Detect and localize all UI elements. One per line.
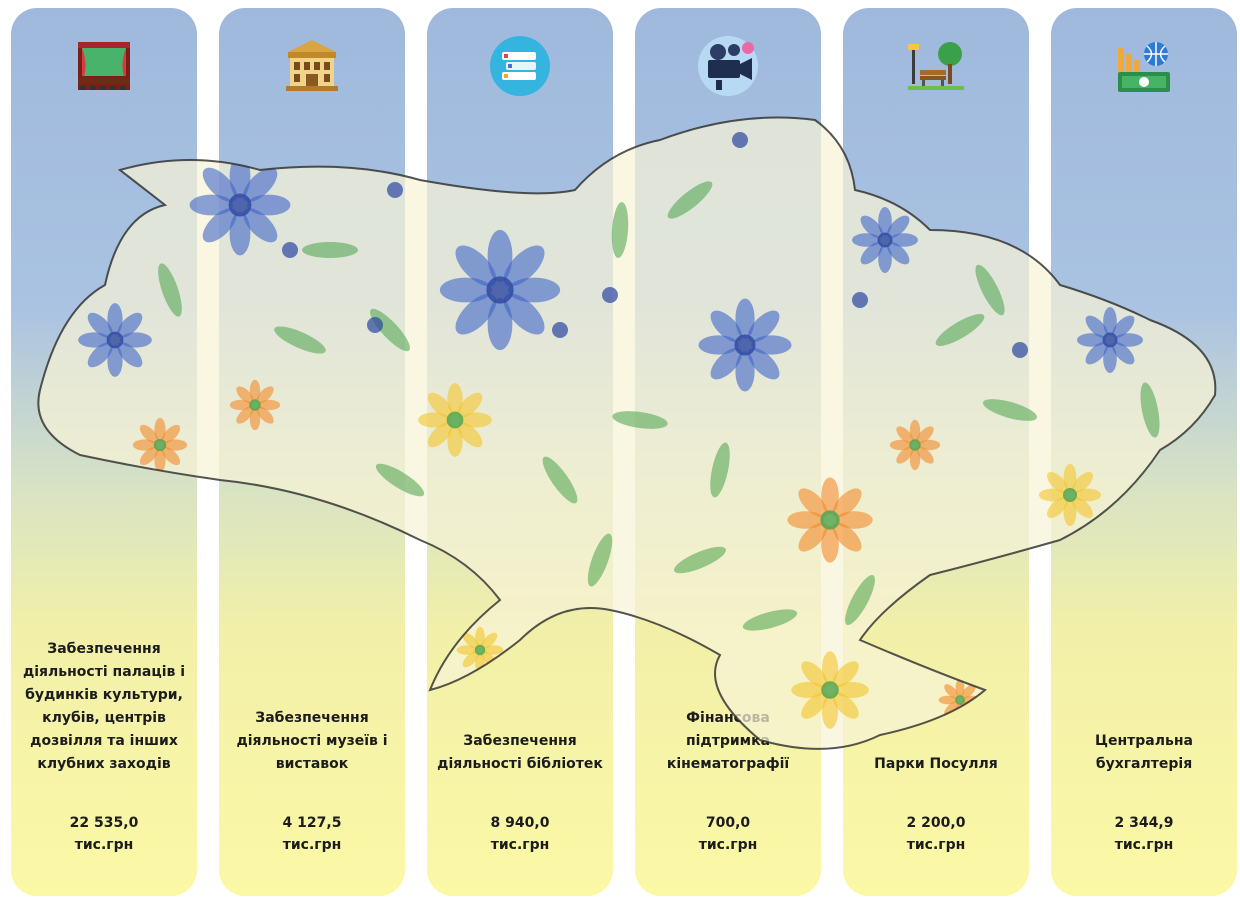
accounting-money-icon xyxy=(1118,42,1170,92)
amount-value: 700,0 xyxy=(705,815,751,831)
amount-unit: тис.грн xyxy=(906,837,966,853)
column-libraries: Забезпечення діяльності бібліотек 8 940,… xyxy=(427,8,613,896)
column-parks: Парки Посулля 2 200,0 тис.грн xyxy=(843,8,1029,896)
column-5-title: Парки Посулля xyxy=(874,756,998,772)
column-2-amount: 4 127,5 тис.грн xyxy=(219,812,405,856)
amount-unit: тис.грн xyxy=(74,837,134,853)
library-books-icon xyxy=(490,36,550,96)
amount-value: 8 940,0 xyxy=(490,815,550,831)
column-3-amount: 8 940,0 тис.грн xyxy=(427,812,613,856)
museum-icon xyxy=(286,40,338,91)
column-culture-houses: Забезпечення діяльності палаців і будинк… xyxy=(11,8,197,896)
amount-value: 2 200,0 xyxy=(906,815,966,831)
column-6-title: Центральна бухгалтерія xyxy=(1095,733,1193,772)
column-4-title: Фінансова підтримка кінематографії xyxy=(666,710,790,772)
amount-value: 4 127,5 xyxy=(282,815,342,831)
column-museums: Забезпечення діяльності музеїв і виставо… xyxy=(219,8,405,896)
column-1-title: Забезпечення діяльності палаців і будинк… xyxy=(22,641,186,772)
amount-unit: тис.грн xyxy=(282,837,342,853)
amount-unit: тис.грн xyxy=(1114,837,1174,853)
column-4-amount: 700,0 тис.грн xyxy=(635,812,821,856)
film-camera-icon xyxy=(698,36,758,96)
amount-value: 2 344,9 xyxy=(1114,815,1174,831)
column-5-amount: 2 200,0 тис.грн xyxy=(843,812,1029,856)
amount-unit: тис.грн xyxy=(490,837,550,853)
column-3-title: Забезпечення діяльності бібліотек xyxy=(437,733,603,772)
amount-unit: тис.грн xyxy=(698,837,758,853)
column-2-title: Забезпечення діяльності музеїв і виставо… xyxy=(236,710,388,772)
column-accounting: Центральна бухгалтерія 2 344,9 тис.грн xyxy=(1051,8,1237,896)
column-cinematography: Фінансова підтримка кінематографії 700,0… xyxy=(635,8,821,896)
park-bench-tree-icon xyxy=(908,42,964,90)
column-6-amount: 2 344,9 тис.грн xyxy=(1051,812,1237,856)
amount-value: 22 535,0 xyxy=(69,815,139,831)
theater-stage-icon xyxy=(78,42,130,90)
column-1-amount: 22 535,0 тис.грн xyxy=(11,812,197,856)
